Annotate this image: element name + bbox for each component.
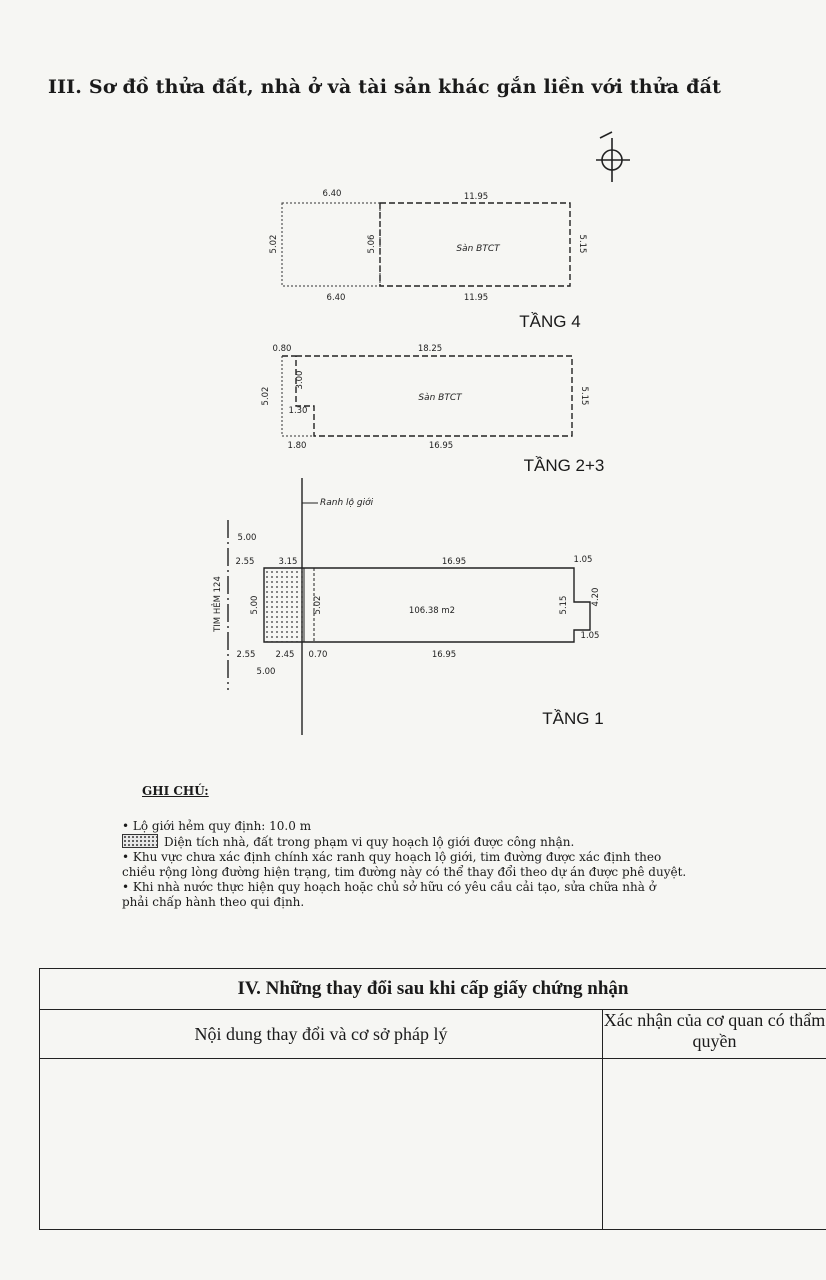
floor1-top-offset: 5.00 (238, 533, 257, 543)
floor4-top-right: 11.95 (464, 192, 488, 202)
section-4-title: IV. Những thay đổi sau khi cấp giấy chứn… (39, 968, 826, 1010)
floor-4-plan: 6.40 11.95 6.40 11.95 5.02 5.06 5.15 Sàn… (269, 189, 587, 331)
floor1-top-b: 3.15 (279, 557, 298, 567)
boundary-label: Ranh lộ giới (320, 497, 374, 508)
floor23-left-side: 5.02 (261, 387, 271, 406)
hatch-legend-icon (122, 834, 158, 848)
street-label: TIM HẺM 124 (211, 576, 223, 633)
note-line-6: phải chấp hành theo qui định. (122, 895, 305, 909)
floor1-bottom-b: 2.45 (276, 650, 295, 660)
changes-table: IV. Những thay đổi sau khi cấp giấy chứn… (39, 968, 826, 1230)
floor1-left-side: 5.00 (250, 596, 260, 615)
floor4-mid-side: 5.06 (367, 235, 377, 254)
floor1-right-notch: 4.20 (591, 588, 601, 607)
section-3-title: III. Sơ đồ thửa đất, nhà ở và tài sản kh… (48, 76, 722, 98)
floor1-right-side: 5.15 (559, 596, 569, 615)
note-line-2-wrap: Diện tích nhà, đất trong phạm vi quy hoạ… (122, 834, 722, 850)
floor4-bottom-left: 6.40 (327, 293, 346, 303)
note-line-3: • Khu vực chưa xác định chính xác ranh q… (122, 850, 662, 864)
floor4-label: TẦNG 4 (519, 312, 580, 331)
note-line-1: • Lộ giới hẻm quy định: 10.0 m (122, 819, 312, 833)
column-authority-confirmation: Xác nhận của cơ quan có thẩm quyền (602, 1009, 826, 1059)
floor1-top-main: 16.95 (442, 557, 466, 567)
note-line-4: chiều rộng lòng đường hiện trạng, tim đư… (122, 865, 687, 879)
floor23-inner-side: 3.00 (295, 371, 305, 390)
floor4-right-side: 5.15 (577, 235, 587, 254)
notes-title: GHI CHÚ: (142, 784, 209, 798)
column-change-content: Nội dung thay đổi và cơ sở pháp lý (39, 1009, 603, 1059)
floor4-left-side: 5.02 (269, 235, 279, 254)
floor-2-3-plan: 0.80 18.25 5.02 3.00 1.30 5.15 1.80 16.9… (261, 344, 604, 475)
floor23-right-side: 5.15 (579, 387, 589, 406)
floor23-top-left: 0.80 (273, 344, 292, 354)
floor1-top-right: 1.05 (574, 555, 593, 565)
floor1-top-a: 2.55 (236, 557, 255, 567)
floor23-room: Sàn BTCT (418, 393, 463, 403)
floor4-bottom-right: 11.95 (464, 293, 488, 303)
authority-confirmation-cell (602, 1058, 826, 1230)
floor1-bottom-c: 0.70 (309, 650, 328, 660)
floor1-bottom-main: 16.95 (432, 650, 456, 660)
floor-1-plan: Ranh lộ giới TIM HẺM 124 5.00 2.55 3.15 … (211, 478, 604, 735)
notes-block: GHI CHÚ: • Lộ giới hẻm quy định: 10.0 m … (122, 784, 722, 910)
floor1-bottom-a: 2.55 (237, 650, 256, 660)
change-content-cell (39, 1058, 603, 1230)
floor23-bottom-left: 1.80 (288, 441, 307, 451)
floor1-area: 106.38 m2 (409, 606, 455, 616)
floor23-bottom-right: 16.95 (429, 441, 453, 451)
floor1-right-bottom: 1.05 (581, 631, 600, 641)
floor1-inner-side: 5.02 (313, 596, 323, 615)
note-line-5: • Khi nhà nước thực hiện quy hoạch hoặc … (122, 880, 656, 894)
site-plan-drawing: 6.40 11.95 6.40 11.95 5.02 5.06 5.15 Sàn… (211, 131, 630, 735)
floor23-inner-step: 1.30 (289, 406, 308, 416)
floor1-label: TẦNG 1 (542, 709, 603, 728)
floor1-bottom-offset: 5.00 (257, 667, 276, 677)
floor23-label: TẦNG 2+3 (524, 456, 605, 475)
floor23-top-right: 18.25 (418, 344, 442, 354)
north-arrow-icon (596, 131, 630, 182)
note-line-2: Diện tích nhà, đất trong phạm vi quy hoạ… (164, 835, 575, 849)
floor4-top-left: 6.40 (323, 189, 342, 199)
floor4-room: Sàn BTCT (456, 244, 501, 254)
